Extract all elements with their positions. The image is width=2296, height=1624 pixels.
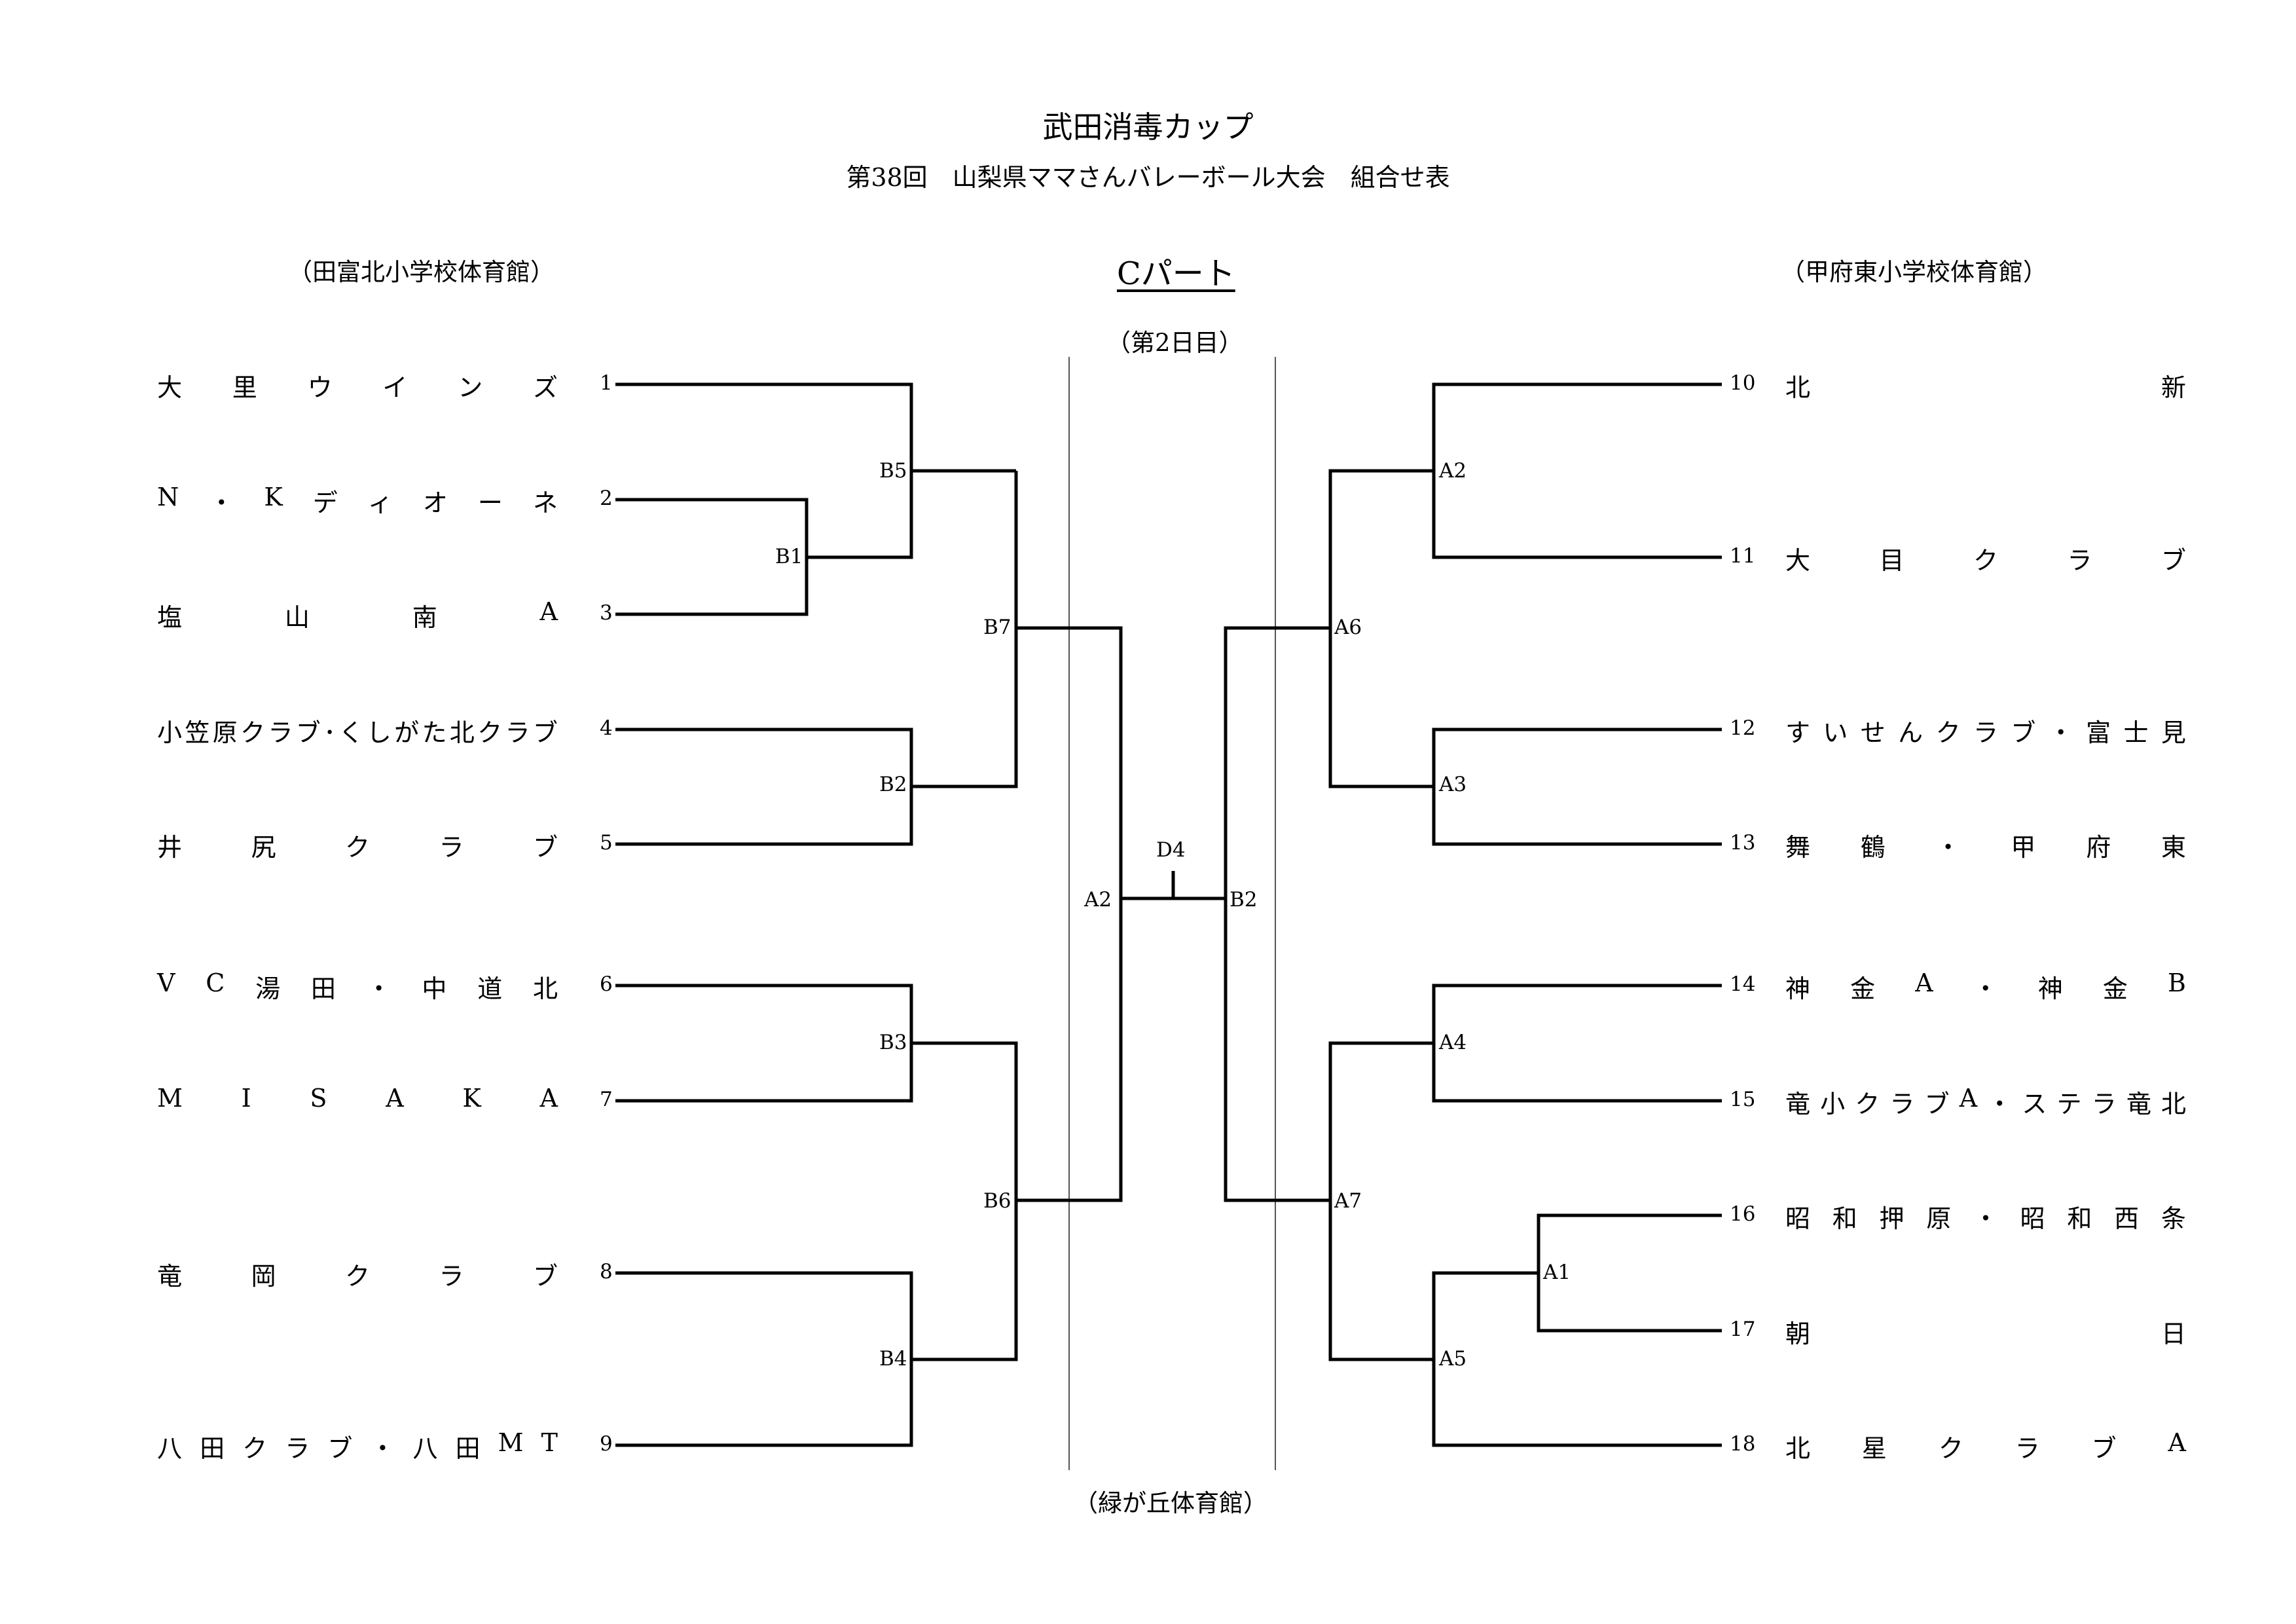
match-label-center-right: B2 [1230, 888, 1258, 912]
bracket-match-B2-center-right [1224, 626, 1330, 1202]
team-number: 5 [600, 831, 613, 855]
team-number: 1 [600, 371, 613, 395]
team-number: 3 [600, 601, 613, 625]
match-label-B7: B7 [983, 616, 1011, 639]
team-number: 2 [600, 487, 613, 510]
team-number: 14 [1730, 972, 1756, 996]
team-number: 4 [600, 716, 613, 740]
team-name: 竜岡クラブ [157, 1262, 558, 1291]
bracket-match-B2 [615, 728, 913, 846]
day-label: （第2日目） [1106, 329, 1243, 357]
match-label-A6: A6 [1334, 616, 1362, 639]
match-label-A3: A3 [1439, 773, 1467, 796]
team-number: 8 [600, 1260, 613, 1283]
team-name: すいせんクラブ・富士見 [1785, 718, 2186, 747]
team-name: 井尻クラブ [157, 833, 558, 862]
match-label-B5: B5 [879, 459, 907, 483]
team-name: 舞鶴・甲府東 [1785, 833, 2186, 862]
bracket-match-B4 [615, 1271, 913, 1447]
team-number: 6 [600, 972, 613, 996]
bracket-line-team-1 [615, 382, 1016, 473]
tournament-subtitle: 第38回 山梨県ママさんバレーボール大会 組合せ表 [846, 163, 1450, 192]
team-name: 小笠原クラブ･くしがた北クラブ [157, 718, 558, 747]
bracket-match-B6 [911, 1041, 1018, 1361]
venue-right: （甲府東小学校体育館） [1781, 258, 2047, 286]
match-label-center-left: A2 [1084, 888, 1112, 912]
bracket-match-A2-center-left [1016, 626, 1123, 1202]
bracket-match-A7 [1328, 1041, 1434, 1361]
tournament-title: 武田消毒カップ [1042, 109, 1254, 145]
match-label-A2: A2 [1439, 459, 1467, 483]
bracket-match-A5 [1432, 1271, 1722, 1447]
match-label-B4: B4 [879, 1347, 907, 1371]
bracket-match-A3 [1432, 728, 1722, 846]
venue-left: （田富北小学校体育館） [288, 258, 555, 286]
bracket-match-B3 [615, 984, 913, 1103]
part-label: Cパート [1117, 255, 1235, 292]
team-number: 10 [1730, 371, 1756, 395]
bracket-match-A4 [1432, 984, 1722, 1103]
team-number: 18 [1730, 1432, 1756, 1456]
team-number: 11 [1730, 544, 1756, 568]
match-label-A4: A4 [1439, 1031, 1467, 1054]
team-number: 15 [1730, 1088, 1756, 1111]
bracket-match-A2 [1432, 382, 1722, 559]
bracket-line-B1-to-B5 [807, 471, 913, 559]
match-label-B6: B6 [983, 1189, 1011, 1213]
team-number: 7 [600, 1088, 613, 1111]
team-name: 大目クラブ [1785, 546, 2186, 575]
match-label-B2: B2 [879, 773, 907, 796]
team-name: 北新 [1785, 373, 2186, 402]
match-label-A7: A7 [1334, 1189, 1362, 1213]
venue-center: （緑が丘体育館） [1074, 1489, 1267, 1517]
team-number: 9 [600, 1432, 613, 1456]
match-label-final: D4 [1156, 838, 1186, 862]
match-label-A5: A5 [1439, 1347, 1467, 1371]
team-name: 昭和押原・昭和西条 [1785, 1204, 2186, 1233]
team-number: 17 [1730, 1318, 1756, 1341]
match-label-B1: B1 [775, 545, 803, 568]
team-number: 13 [1730, 831, 1756, 855]
team-number: 12 [1730, 716, 1756, 740]
match-label-A1: A1 [1543, 1261, 1571, 1284]
team-number: 16 [1730, 1202, 1756, 1226]
match-label-B3: B3 [879, 1031, 907, 1054]
team-name: 朝日 [1785, 1320, 2186, 1348]
team-name: 大里ウインズ [157, 373, 558, 402]
bracket-line-B2-to-B7 [911, 471, 1018, 788]
